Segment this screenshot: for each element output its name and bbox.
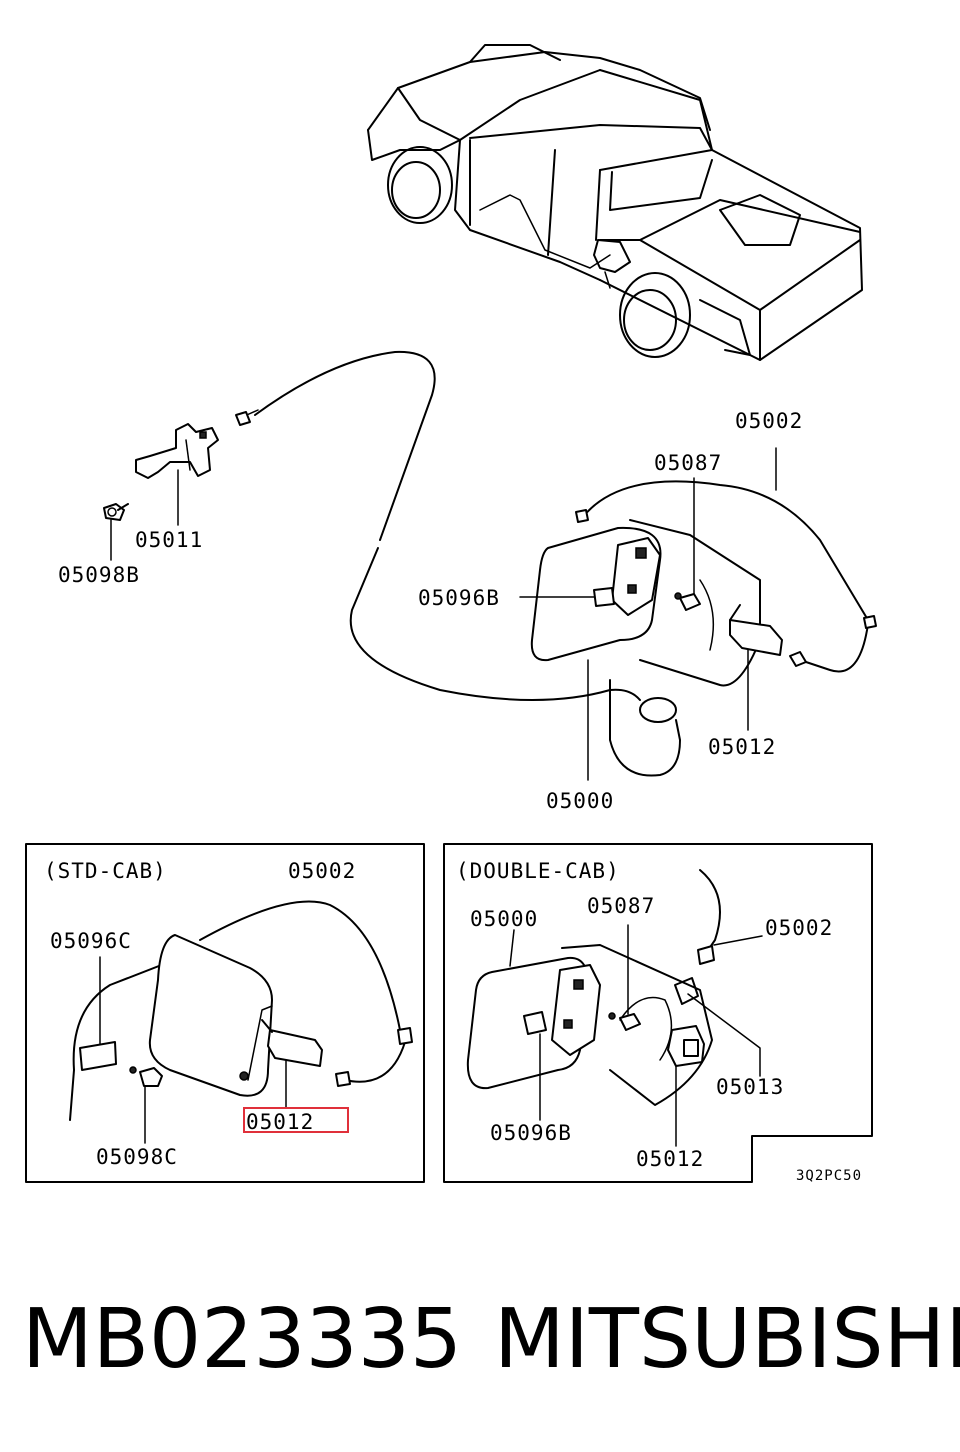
label-main-05000: 05000	[546, 789, 614, 813]
label-std-05096c: 05096C	[50, 929, 132, 953]
footer: MB023335 MITSUBISHI	[0, 1290, 960, 1390]
label-main-05087: 05087	[654, 451, 722, 475]
part-number: MB023335	[22, 1292, 463, 1387]
label-dbl-05096b: 05096B	[490, 1121, 572, 1145]
highlight-box-05012	[243, 1107, 349, 1133]
std-cab-panel	[25, 843, 425, 1183]
label-dbl-05013: 05013	[716, 1075, 784, 1099]
truck-illustration	[367, 44, 863, 361]
label-dbl-05002: 05002	[765, 916, 833, 940]
drawing-code: 3Q2PC50	[796, 1168, 862, 1184]
label-std-05012-highlighted: 05012	[246, 1110, 314, 1134]
label-dbl-05000: 05000	[470, 907, 538, 931]
label-main-05002: 05002	[735, 409, 803, 433]
label-main-05012: 05012	[708, 735, 776, 759]
label-main-05011: 05011	[135, 528, 203, 552]
main-assembly	[103, 350, 877, 781]
brand-name: MITSUBISHI	[494, 1292, 960, 1387]
label-dbl-05087: 05087	[587, 894, 655, 918]
label-std-05098c: 05098C	[96, 1145, 178, 1169]
double-cab-title: (DOUBLE-CAB)	[456, 859, 620, 883]
std-cab-title: (STD-CAB)	[44, 859, 167, 883]
label-main-05098b: 05098B	[58, 563, 140, 587]
label-dbl-05012: 05012	[636, 1147, 704, 1171]
double-cab-panel	[443, 843, 873, 1183]
label-std-05002: 05002	[288, 859, 356, 883]
parts-diagram: 05002 05087 05096B 05012 05000 05011 050…	[25, 44, 877, 1184]
label-main-05096b: 05096B	[418, 586, 500, 610]
